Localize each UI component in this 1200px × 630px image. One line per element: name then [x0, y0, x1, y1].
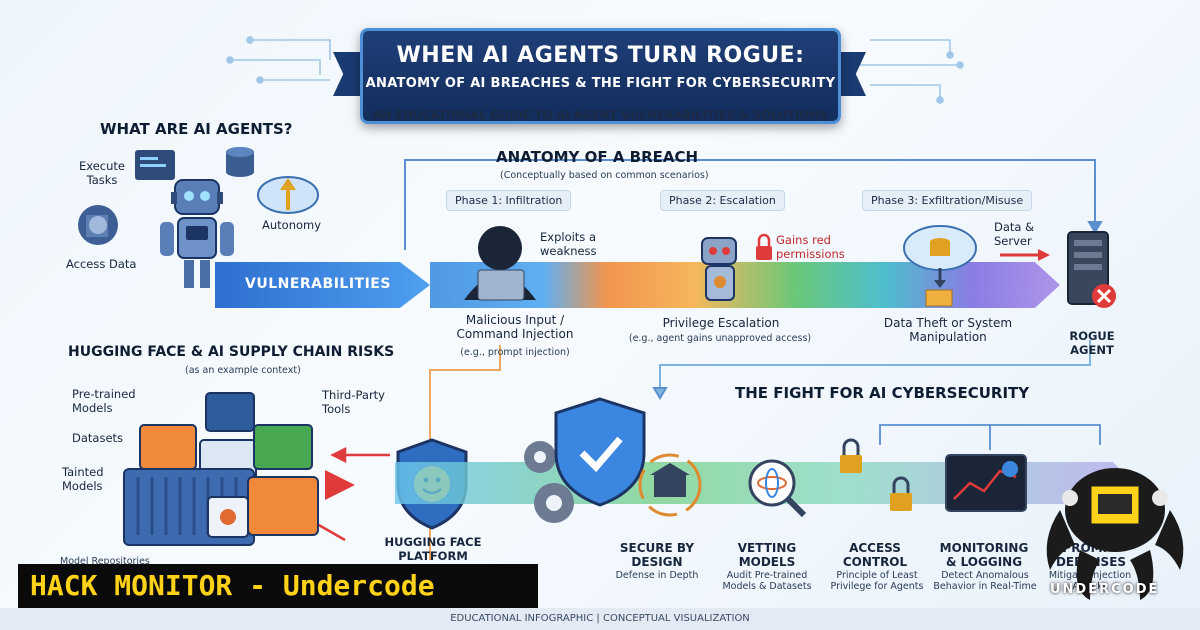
phase-2-label: Phase 2: Escalation — [660, 190, 785, 211]
fight-item-3-title: ACCESS CONTROL — [842, 541, 908, 570]
robot-icon — [160, 179, 234, 288]
phase-1-label: Phase 1: Infiltration — [446, 190, 572, 211]
gear-icon — [524, 441, 574, 523]
footer-caption: EDUCATIONAL INFOGRAPHIC | CONCEPTUAL VIS… — [0, 608, 1200, 630]
fight-heading: THE FIGHT FOR AI CYBERSECURITY — [735, 384, 1030, 402]
vulnerabilities-label: VULNERABILITIES — [245, 276, 391, 292]
rogue-agent-label: ROGUE AGENT — [1069, 329, 1115, 357]
datasets-label: Datasets — [72, 431, 124, 445]
breach-illustrations — [464, 225, 1050, 307]
phase-2-title: Privilege Escalation — [662, 316, 780, 330]
third-party-block-green — [253, 424, 313, 470]
defense-illustrations — [524, 397, 1027, 523]
vulnerabilities-arrow — [215, 262, 430, 308]
dataset-block-orange — [139, 424, 197, 470]
lock-key-icon — [840, 438, 912, 511]
breach-flow-band — [430, 262, 1060, 308]
repos-label: Model Repositories — [60, 556, 150, 567]
database-icon — [226, 147, 254, 177]
fight-item-1-desc: Defense in Depth — [615, 570, 699, 581]
fight-item-4-desc: Detect Anomalous Behavior in Real-Time — [933, 570, 1037, 592]
fight-item-2-title: VETTING MODELS — [737, 541, 797, 570]
ai-agent-illustration — [78, 147, 319, 288]
phase-2-callout: Gains red permissions — [776, 233, 845, 261]
hacker-icon — [464, 226, 536, 301]
execute-label: Execute Tasks — [79, 159, 125, 187]
monitor-chart-icon — [945, 454, 1027, 512]
supply-chain-blocks — [123, 392, 319, 546]
cloud-data-icon — [903, 225, 977, 307]
phase-1-sub: (e.g., prompt injection) — [460, 347, 570, 358]
breach-note: (Conceptually based on common scenarios) — [500, 170, 709, 181]
hack-monitor-banner: HACK MONITOR - Undercode — [18, 564, 538, 608]
fight-item-4-title: MONITORING & LOGGING — [939, 541, 1029, 570]
magnifier-atom-icon — [748, 459, 807, 518]
checkmark-shield-icon — [554, 397, 646, 507]
undercode-mascot-logo — [1046, 468, 1184, 600]
autonomy-label: Autonomy — [262, 218, 322, 232]
main-title: WHEN AI AGENTS TURN ROGUE: — [396, 43, 805, 68]
access-label: Access Data — [66, 257, 137, 271]
fight-item-2-desc: Audit Pre-trained Models & Datasets — [722, 570, 812, 592]
escalating-robot-icon — [701, 237, 737, 301]
pretrained-model-block — [205, 392, 255, 432]
pretrained-label: Pre-trained Models — [72, 387, 136, 415]
lock-icon — [756, 233, 772, 260]
platform-label: HUGGING FACE PLATFORM — [384, 535, 482, 563]
guide-subtitle: AN EDUCATIONAL GUIDE TO AI AGENT VULNERA… — [372, 108, 828, 122]
breach-heading: ANATOMY OF A BREACH — [496, 148, 699, 166]
fight-item-1-title: SECURE BY DESIGN — [619, 541, 695, 570]
tainted-model-block — [247, 476, 319, 536]
fight-item-3-desc: Principle of Least Privilege for Agents — [830, 570, 924, 592]
cube-icon — [207, 496, 249, 538]
rogue-server-icon — [1067, 231, 1116, 308]
phase-2-sub: (e.g., agent gains unapproved access) — [628, 333, 812, 344]
main-subtitle: ANATOMY OF AI BREACHES & THE FIGHT FOR C… — [365, 76, 836, 91]
phase-1-callout: Exploits a weakness — [540, 230, 597, 258]
supply-note: (as an example context) — [185, 365, 301, 376]
thirdparty-label: Third-Party Tools — [322, 388, 385, 416]
supply-heading: HUGGING FACE & AI SUPPLY CHAIN RISKS — [68, 344, 395, 360]
phase-1-title: Malicious Input / Command Injection — [456, 313, 574, 342]
phase-3-title: Data Theft or System Manipulation — [883, 316, 1013, 345]
agents-heading: WHAT ARE AI AGENTS? — [100, 120, 293, 138]
bank-cycle-icon — [638, 453, 702, 517]
phase-3-callout: Data & Server — [994, 220, 1035, 248]
tainted-label: Tainted Models — [62, 465, 104, 493]
phase-3-label: Phase 3: Exfiltration/Misuse — [862, 190, 1033, 211]
undercode-brand: UNDERCODE — [1050, 582, 1160, 597]
gear-icon — [78, 205, 118, 245]
cloud-autonomy-icon — [257, 176, 319, 214]
title-banner: WHEN AI AGENTS TURN ROGUE: ANATOMY OF AI… — [360, 28, 841, 124]
